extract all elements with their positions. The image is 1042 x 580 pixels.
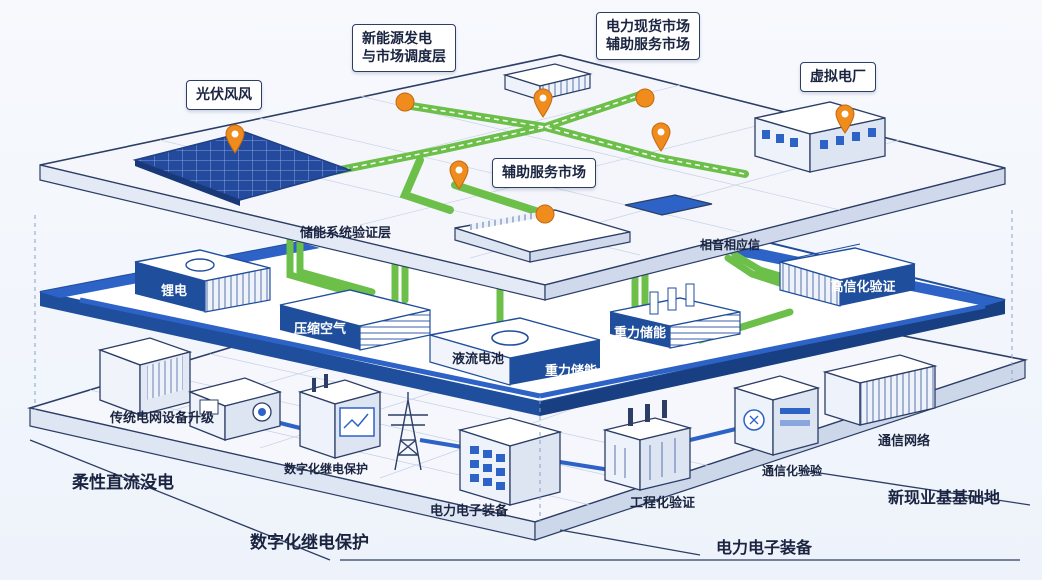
callout-ancillary-market: 辅助服务市场 xyxy=(492,158,596,188)
digital-relay-label: 数字化继电保护 xyxy=(250,533,369,553)
lithium-module xyxy=(134,249,271,313)
callout-virtual-plant: 虚拟电厂 xyxy=(800,62,876,92)
outer-lines xyxy=(29,439,1031,561)
callout-spot-market: 电力现货市场 辅助服务市场 xyxy=(596,12,700,60)
compressed-air-label: 压缩空气 xyxy=(293,322,346,337)
map-pin-icon xyxy=(651,122,671,152)
power-electronics-label: 电力电子装备 xyxy=(716,538,813,557)
dashed-guides xyxy=(34,210,1013,522)
comm-network-label: 通信网络 xyxy=(878,434,931,449)
transformer-icon xyxy=(602,400,693,491)
high-cert-module xyxy=(779,243,916,307)
grid-device xyxy=(187,377,283,441)
flow-battery-label: 液流电池 xyxy=(452,352,505,367)
callout-pv-wind: 光伏风风 xyxy=(186,80,262,110)
map-pin-icon xyxy=(535,204,555,224)
map-pin-icon xyxy=(533,88,553,118)
gravity-right-module xyxy=(609,283,741,349)
building-icon xyxy=(754,101,886,173)
comm-test-cabinet xyxy=(732,375,821,456)
comm-test-label: 通信化验验 xyxy=(762,464,823,478)
digital-relay-small-label: 数字化继电保护 xyxy=(284,462,369,476)
power-tower-icon xyxy=(388,392,428,471)
map-pin-icon xyxy=(635,88,655,108)
map-pin-icon xyxy=(225,124,245,154)
market-screen xyxy=(624,194,713,216)
power-electronics-mid-label: 电力电子装备 xyxy=(430,504,509,519)
gravity-front-label: 重力储能 xyxy=(544,364,597,379)
callout-renewable-dispatch: 新能源发电 与市场调度层 xyxy=(352,24,456,72)
lithium-label: 锂电 xyxy=(160,284,187,299)
engineering-label: 工程化验证 xyxy=(630,496,696,511)
map-pin-icon xyxy=(449,160,469,190)
server-rack-icon xyxy=(822,354,938,426)
compressed-air-module xyxy=(279,289,431,351)
ancillary-building xyxy=(454,209,631,263)
grid-upgrade-label: 传统电网设备升级 xyxy=(110,411,215,426)
relay-cabinet xyxy=(297,374,383,459)
map-pin-icon xyxy=(395,92,415,112)
solar-panel-icon xyxy=(132,131,353,206)
control-panel-icon xyxy=(457,417,563,506)
new-base-label: 新现业基基础地 xyxy=(888,488,1001,507)
high-cert-label: 高信化验证 xyxy=(830,280,896,295)
gravity-right-label: 重力储能 xyxy=(613,326,666,341)
server-cabinet xyxy=(97,337,193,416)
flexible-dc-label: 柔性直流没电 xyxy=(72,473,174,493)
flow-battery-module xyxy=(429,317,601,386)
middle-right-note: 相音相应信 xyxy=(700,238,761,252)
map-pin-icon xyxy=(835,104,855,134)
middle-layer-title: 储能系统验证层 xyxy=(300,226,392,241)
